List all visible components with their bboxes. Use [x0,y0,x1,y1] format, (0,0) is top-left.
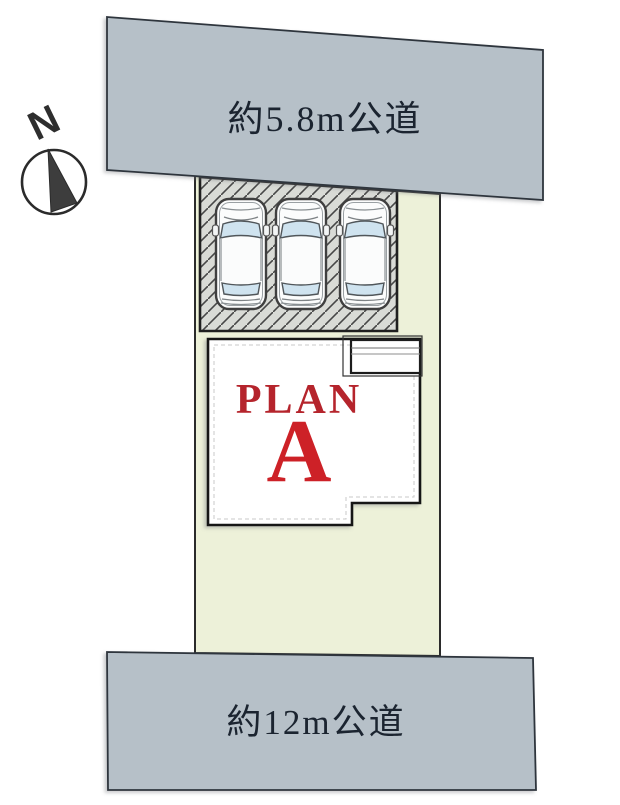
car-icon [211,197,271,311]
car-icon [271,197,331,311]
top-road [106,16,544,201]
car-icon [335,197,395,311]
entrance-porch [342,335,423,377]
building-footprint [206,335,423,527]
bottom-road [106,651,537,791]
parked-cars [211,197,395,311]
compass-icon [20,148,88,216]
